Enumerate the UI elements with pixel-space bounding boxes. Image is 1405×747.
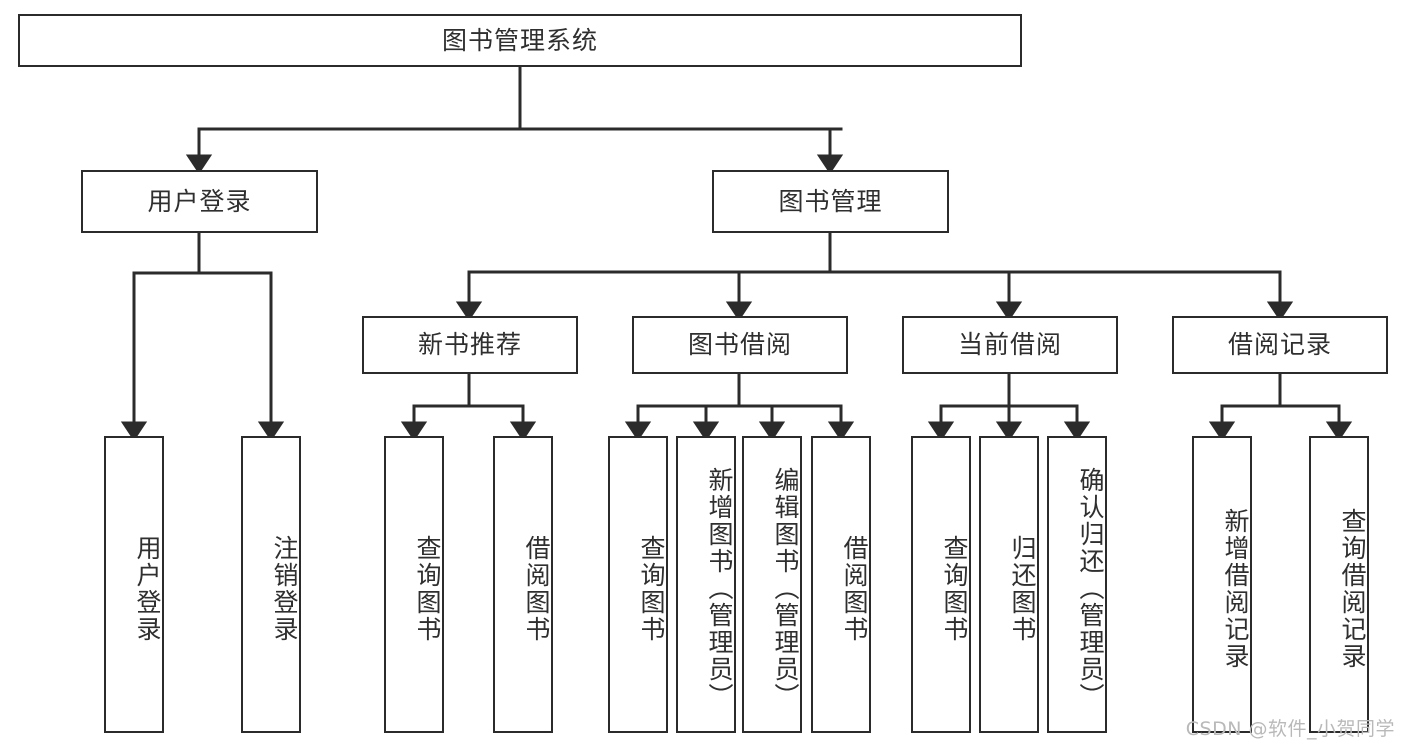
node-borrow-record[interactable]: 借阅记录 bbox=[1172, 316, 1388, 374]
node-leaf-return-book[interactable]: 归还图书 bbox=[979, 436, 1039, 733]
node-leaf-add-book-label: 新增图书（管理员） bbox=[705, 467, 734, 710]
node-leaf-confirm-return[interactable]: 确认归还（管理员） bbox=[1047, 436, 1107, 733]
node-leaf-user-login-label: 用户登录 bbox=[133, 534, 162, 643]
node-root-system-label: 图书管理系统 bbox=[441, 25, 598, 55]
csdn-watermark: CSDN @软件_小贺同学 bbox=[1185, 718, 1395, 740]
node-leaf-add-record-label: 新增借阅记录 bbox=[1221, 507, 1250, 670]
node-leaf-query-record-label: 查询借阅记录 bbox=[1338, 507, 1367, 670]
node-new-book-recommend[interactable]: 新书推荐 bbox=[362, 316, 578, 374]
node-leaf-borrow-book-1-label: 借阅图书 bbox=[522, 534, 551, 643]
node-user-login-label: 用户登录 bbox=[147, 186, 252, 216]
node-leaf-add-book[interactable]: 新增图书（管理员） bbox=[676, 436, 736, 733]
node-leaf-edit-book-label: 编辑图书（管理员） bbox=[771, 467, 800, 710]
node-leaf-logout[interactable]: 注销登录 bbox=[241, 436, 301, 733]
node-leaf-query-book-1[interactable]: 查询图书 bbox=[384, 436, 444, 733]
node-leaf-query-book-2-label: 查询图书 bbox=[637, 534, 666, 643]
node-current-borrow[interactable]: 当前借阅 bbox=[902, 316, 1118, 374]
node-leaf-edit-book[interactable]: 编辑图书（管理员） bbox=[742, 436, 802, 733]
node-leaf-borrow-book-2[interactable]: 借阅图书 bbox=[811, 436, 871, 733]
node-leaf-user-login[interactable]: 用户登录 bbox=[104, 436, 164, 733]
node-leaf-query-record[interactable]: 查询借阅记录 bbox=[1309, 436, 1369, 733]
node-leaf-logout-label: 注销登录 bbox=[270, 534, 299, 643]
node-leaf-query-book-1-label: 查询图书 bbox=[413, 534, 442, 643]
node-leaf-return-book-label: 归还图书 bbox=[1008, 534, 1037, 643]
node-leaf-add-record[interactable]: 新增借阅记录 bbox=[1192, 436, 1252, 733]
node-book-borrow[interactable]: 图书借阅 bbox=[632, 316, 848, 374]
node-leaf-borrow-book-1[interactable]: 借阅图书 bbox=[493, 436, 553, 733]
node-leaf-query-book-3[interactable]: 查询图书 bbox=[911, 436, 971, 733]
node-borrow-record-label: 借阅记录 bbox=[1227, 330, 1332, 360]
node-leaf-borrow-book-2-label: 借阅图书 bbox=[840, 534, 869, 643]
node-leaf-query-book-2[interactable]: 查询图书 bbox=[608, 436, 668, 733]
node-new-book-recommend-label: 新书推荐 bbox=[417, 330, 522, 360]
node-book-borrow-label: 图书借阅 bbox=[687, 330, 792, 360]
node-leaf-confirm-return-label: 确认归还（管理员） bbox=[1076, 467, 1105, 710]
node-root-system[interactable]: 图书管理系统 bbox=[18, 14, 1022, 67]
node-book-manage[interactable]: 图书管理 bbox=[712, 170, 949, 233]
node-book-manage-label: 图书管理 bbox=[778, 186, 883, 216]
node-leaf-query-book-3-label: 查询图书 bbox=[940, 534, 969, 643]
node-current-borrow-label: 当前借阅 bbox=[957, 330, 1062, 360]
node-user-login[interactable]: 用户登录 bbox=[81, 170, 318, 233]
